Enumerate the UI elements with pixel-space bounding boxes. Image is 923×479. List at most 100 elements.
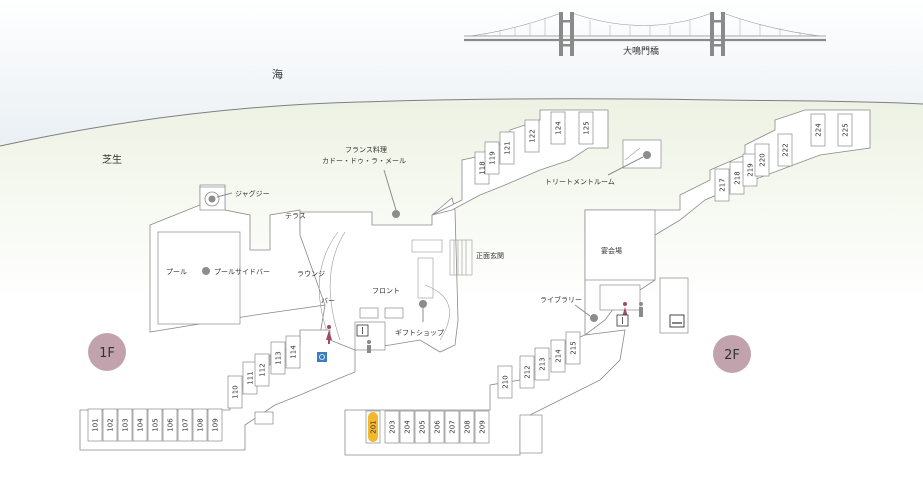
room-113[interactable]: 113 xyxy=(270,341,286,375)
front-label: フロント xyxy=(372,287,400,295)
room-107[interactable]: 107 xyxy=(177,408,193,442)
room-215[interactable]: 215 xyxy=(565,331,581,365)
room-number: 113 xyxy=(275,351,283,364)
bridge-label: 大鳴門橋 xyxy=(623,45,659,57)
poi-gift-shop[interactable]: ギフトショップ xyxy=(395,300,444,337)
jacuzzi-label: ジャグジー xyxy=(235,189,270,198)
shoreline xyxy=(0,98,923,147)
poi-treatment-room[interactable]: トリートメントルーム xyxy=(545,151,651,186)
room-number: 206 xyxy=(434,420,442,434)
room-number: 209 xyxy=(479,420,487,433)
room-217[interactable]: 217 xyxy=(714,168,730,202)
poi-library[interactable]: ライブラリー xyxy=(540,295,598,322)
floor-2f-badge[interactable]: 2F xyxy=(713,335,751,373)
room-108[interactable]: 108 xyxy=(192,408,208,442)
room-number: 121 xyxy=(504,141,512,154)
french-label-2: カドー・ドゥ・ラ・メール xyxy=(322,157,406,165)
room-111[interactable]: 111 xyxy=(242,361,258,395)
room-201[interactable]: 201 xyxy=(365,410,381,444)
room-number: 205 xyxy=(419,420,427,433)
room-number: 103 xyxy=(122,418,130,431)
room-105[interactable]: 105 xyxy=(147,408,163,442)
room-number: 124 xyxy=(555,121,563,135)
room-208[interactable]: 208 xyxy=(459,410,475,444)
room-102[interactable]: 102 xyxy=(102,408,118,442)
room-210[interactable]: 210 xyxy=(497,365,513,399)
poi-french-restaurant[interactable]: フランス料理 カドー・ドゥ・ラ・メール xyxy=(322,145,406,218)
library-label: ライブラリー xyxy=(540,295,582,304)
room-119[interactable]: 119 xyxy=(484,141,500,175)
room-213[interactable]: 213 xyxy=(534,347,550,381)
bar-label: バー xyxy=(321,297,335,305)
room-204[interactable]: 204 xyxy=(399,410,415,444)
poi-poolside-bar[interactable]: プールサイドバー xyxy=(202,267,270,276)
room-number: 220 xyxy=(759,153,767,166)
room-121[interactable]: 121 xyxy=(499,131,515,165)
restroom-male-icon-2f xyxy=(639,302,643,317)
room-219[interactable]: 219 xyxy=(742,153,758,187)
room-209[interactable]: 209 xyxy=(474,410,490,444)
smoking-area-icon xyxy=(669,314,685,328)
room-110[interactable]: 110 xyxy=(227,375,243,409)
room-207[interactable]: 207 xyxy=(444,410,460,444)
sea-label: 海 xyxy=(272,67,283,81)
treatment-label: トリートメントルーム xyxy=(545,178,615,186)
restroom-male-icon-1f xyxy=(367,340,371,353)
room-number: 210 xyxy=(502,375,510,388)
room-220[interactable]: 220 xyxy=(754,143,770,177)
room-114[interactable]: 114 xyxy=(285,335,301,369)
french-label-1: フランス料理 xyxy=(345,145,387,154)
floor-1f-label: 1F xyxy=(99,346,115,361)
room-number: 114 xyxy=(290,345,298,359)
room-224[interactable]: 224 xyxy=(810,113,826,147)
room-number: 204 xyxy=(404,420,412,434)
room-206[interactable]: 206 xyxy=(429,410,445,444)
poi-jacuzzi[interactable]: ジャグジー xyxy=(216,189,270,198)
poolside-bar-label: プールサイドバー xyxy=(214,268,270,276)
room-109[interactable]: 109 xyxy=(207,408,223,442)
room-number: 102 xyxy=(107,418,115,431)
room-106[interactable]: 106 xyxy=(162,408,178,442)
room-112[interactable]: 112 xyxy=(254,353,270,387)
room-number: 219 xyxy=(747,163,755,176)
highlighted-room-marker xyxy=(368,412,378,442)
room-number: 122 xyxy=(529,129,537,142)
room-101[interactable]: 101 xyxy=(87,408,103,442)
restroom-female-icon-2f xyxy=(622,302,628,317)
room-number: 225 xyxy=(842,123,850,136)
room-124[interactable]: 124 xyxy=(550,111,566,145)
room-number: 213 xyxy=(539,357,547,370)
room-122[interactable]: 122 xyxy=(524,119,540,153)
room-number: 212 xyxy=(524,365,532,378)
floor-1f-badge[interactable]: 1F xyxy=(88,333,126,371)
pool-label: プール xyxy=(166,268,187,276)
floor-2f-label: 2F xyxy=(724,348,740,363)
room-103[interactable]: 103 xyxy=(117,408,133,442)
banquet-label: 宴会場 xyxy=(601,246,622,255)
terrace-label: テラス xyxy=(285,212,306,220)
room-number: 108 xyxy=(197,418,205,431)
room-number: 217 xyxy=(719,178,727,191)
room-number: 107 xyxy=(182,418,190,431)
room-225[interactable]: 225 xyxy=(837,113,853,147)
room-212[interactable]: 212 xyxy=(519,355,535,389)
room-number: 101 xyxy=(92,418,100,431)
room-number: 104 xyxy=(137,418,145,432)
room-214[interactable]: 214 xyxy=(550,339,566,373)
room-104[interactable]: 104 xyxy=(132,408,148,442)
room-number: 215 xyxy=(570,341,578,354)
room-203[interactable]: 203 xyxy=(384,410,400,444)
room-222[interactable]: 222 xyxy=(777,133,793,167)
gift-shop-label: ギフトショップ xyxy=(395,329,444,337)
room-number: 222 xyxy=(782,143,790,156)
room-125[interactable]: 125 xyxy=(578,111,594,145)
room-number: 111 xyxy=(247,371,255,384)
room-205[interactable]: 205 xyxy=(414,410,430,444)
room-number: 105 xyxy=(152,418,160,431)
room-218[interactable]: 218 xyxy=(729,161,745,195)
room-number: 203 xyxy=(389,420,397,433)
room-number: 106 xyxy=(167,418,175,432)
